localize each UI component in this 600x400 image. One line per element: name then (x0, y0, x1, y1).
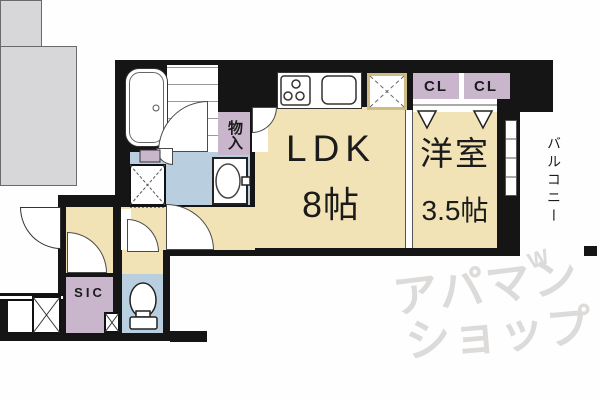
toilet-vestibule-floor (122, 250, 163, 274)
refrigerator-cross-icon (369, 75, 405, 108)
closet-divider (459, 73, 464, 110)
bathtub-inner (129, 72, 164, 143)
room-western-floor (413, 110, 497, 248)
balcony-label: バルコニー (546, 136, 562, 226)
corridor-low-wall (0, 294, 63, 301)
storage-box (218, 112, 250, 155)
storage-label: 物入 (226, 120, 243, 150)
room-label-ldk: LDK (286, 128, 376, 169)
balcony-corner-post (584, 246, 597, 256)
toilet-icon (129, 282, 158, 330)
sic-label: SIC (74, 285, 105, 300)
entry-doorway (121, 209, 131, 250)
room-size-ldk: 8帖 (301, 184, 361, 225)
room-ldk-floor (255, 107, 407, 248)
stove-icon (280, 75, 311, 106)
balcony-upper (0, 0, 42, 46)
room-size-western: 3.5帖 (421, 195, 489, 226)
balcony-main (0, 46, 77, 186)
wall-bottom-stub (170, 331, 207, 342)
kitchen-sink-icon (321, 75, 357, 105)
closet-right-label: CL (474, 78, 498, 95)
partition-ldk-western (405, 110, 413, 248)
washbasin-icon (212, 157, 251, 205)
closet-door-markers (413, 104, 497, 130)
closet-left-label: CL (424, 78, 448, 95)
closet-right-box (462, 73, 510, 99)
pipe-space-cross-icon (104, 312, 120, 333)
wall-entry-stub (113, 207, 121, 252)
bathtub-drain-icon (152, 104, 160, 112)
room-label-western: 洋室 (420, 135, 490, 172)
washing-machine-space-icon (129, 164, 166, 208)
washroom-cabinet (139, 149, 161, 163)
shaft-cross-icon (32, 296, 61, 334)
closet-left-box (413, 73, 459, 99)
window-ticks (505, 138, 517, 178)
wall-balcony-notch (520, 60, 553, 112)
